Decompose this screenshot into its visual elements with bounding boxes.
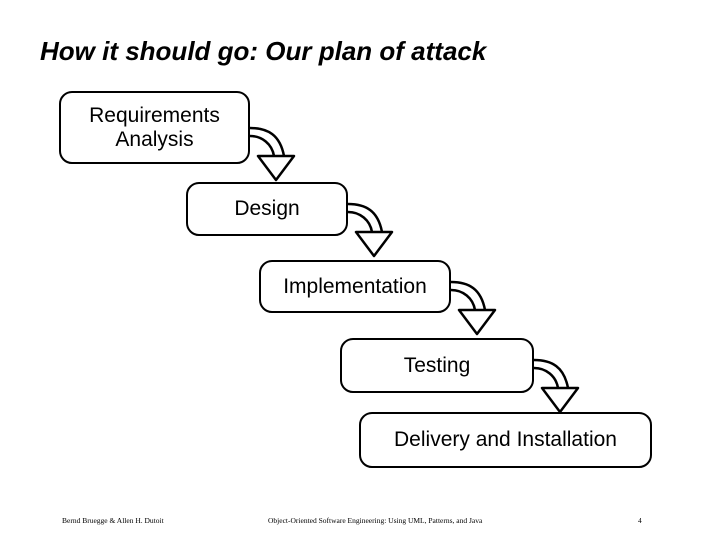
curved-down-arrow-icon (347, 202, 394, 258)
stage-delivery-and-installation: Delivery and Installation (359, 412, 652, 468)
curved-down-arrow-icon (249, 126, 296, 182)
stage-label: Requirements Analysis (89, 103, 220, 151)
stage-label: Design (234, 197, 300, 220)
stage-label: Testing (403, 353, 471, 377)
stage-implementation: Implementation (259, 260, 451, 313)
stage-label: Implementation (283, 274, 427, 298)
stage-design: Design (186, 182, 348, 236)
footer-page-number: 4 (638, 516, 642, 525)
stage-label: Delivery and Installation (394, 428, 617, 451)
slide-title: How it should go: Our plan of attack (40, 36, 487, 66)
stage-requirements-analysis: Requirements Analysis (59, 91, 250, 164)
curved-down-arrow-icon (533, 358, 580, 414)
footer-authors: Bernd Bruegge & Allen H. Dutoit (62, 516, 164, 525)
footer-book-title: Object-Oriented Software Engineering: Us… (268, 516, 483, 525)
stage-testing: Testing (340, 338, 534, 393)
curved-down-arrow-icon (450, 280, 497, 336)
